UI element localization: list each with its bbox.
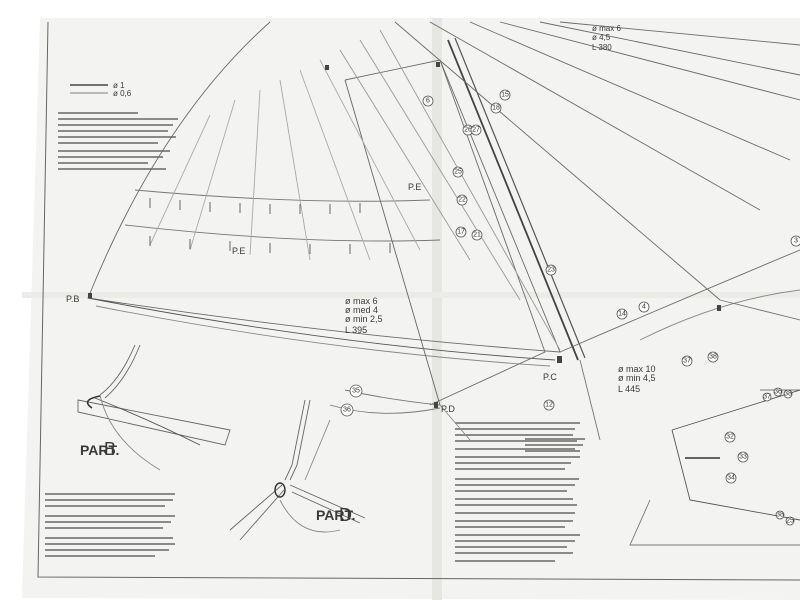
svg-text:17: 17: [457, 229, 465, 236]
notes-block-left: [58, 112, 178, 170]
callout-4: 4: [638, 301, 650, 313]
notes-block-center-right: [525, 438, 585, 452]
spec-right-min: ø min 4,5: [618, 373, 656, 383]
svg-text:35: 35: [352, 388, 360, 395]
svg-text:32: 32: [726, 434, 734, 441]
spec-block-right: ø max 10 ø min 4,5 L 445: [618, 364, 656, 394]
legend-label-2: ø 0,6: [113, 89, 132, 98]
spec-block-left: ø max 6 ø med 4 ø min 2,5 L 395: [345, 296, 383, 335]
svg-text:18: 18: [492, 105, 500, 112]
callout-38-lower: 38: [775, 510, 785, 520]
svg-text:25: 25: [454, 169, 462, 176]
callout-22: 22: [456, 194, 468, 206]
svg-text:38: 38: [776, 512, 784, 519]
callout-17: 17: [455, 226, 467, 238]
callout-3: 3: [790, 235, 800, 247]
callout-12: 12: [543, 399, 555, 411]
callout-32: 32: [724, 431, 736, 443]
label-pe-upper: P.E: [408, 182, 421, 192]
svg-text:15: 15: [501, 92, 509, 99]
line-legend: ø 1 ø 0,6: [70, 81, 132, 98]
callout-21: 21: [471, 229, 483, 241]
label-pb: P.B: [66, 294, 79, 304]
detail-d-drawing: [229, 399, 366, 541]
spec-left-min: ø min 2,5: [345, 314, 383, 324]
spec-top-min: ø 4,5: [592, 33, 611, 42]
spec-top-max: ø max 6: [592, 24, 621, 33]
svg-text:14: 14: [618, 311, 626, 318]
label-pe-lower: P.E: [232, 246, 245, 256]
svg-text:4: 4: [642, 304, 646, 311]
notes-block-center: [455, 422, 580, 562]
spec-right-max: ø max 10: [618, 364, 656, 374]
callout-6: 6: [422, 95, 434, 107]
svg-text:33: 33: [739, 454, 747, 461]
callout-38-hull: 38: [783, 389, 793, 399]
detail-b-prefix: PART.: [80, 442, 119, 458]
svg-text:21: 21: [473, 232, 481, 239]
callout-37: 37: [681, 355, 693, 367]
drawing-border: [37, 21, 800, 581]
rigging-blocks: [88, 62, 721, 408]
label-pd: P.D: [441, 404, 455, 414]
callout-14: 14: [616, 308, 628, 320]
svg-text:27: 27: [472, 127, 480, 134]
svg-text:34: 34: [727, 475, 735, 482]
svg-text:6: 6: [426, 98, 430, 105]
callout-23: 23: [545, 264, 557, 276]
detail-d-letter: D: [339, 505, 352, 525]
svg-text:37: 37: [683, 358, 691, 365]
notes-block-bottom-left: [45, 493, 175, 557]
fold-shadow-horizontal: [22, 292, 800, 298]
svg-text:38: 38: [709, 354, 717, 361]
callout-36-hull: 36: [773, 387, 783, 397]
spec-top-length: L 380: [592, 43, 612, 52]
callout-25-lower: 25: [785, 516, 795, 526]
svg-text:12: 12: [545, 402, 553, 409]
detail-d-prefix: PART.: [316, 507, 355, 523]
svg-text:22: 22: [458, 197, 466, 204]
spec-left-length: L 395: [345, 325, 367, 335]
spec-left-med: ø med 4: [345, 305, 378, 315]
callout-15: 15: [499, 89, 511, 101]
callout-34: 34: [725, 472, 737, 484]
callout-36: 36: [340, 403, 354, 417]
callout-35: 35: [349, 384, 363, 398]
svg-text:25: 25: [786, 518, 794, 525]
legend-label-1: ø 1: [113, 81, 125, 90]
detail-b-drawing: [77, 344, 231, 471]
svg-text:36: 36: [343, 407, 351, 414]
spec-right-length: L 445: [618, 384, 640, 394]
spec-left-max: ø max 6: [345, 296, 378, 306]
svg-text:36: 36: [774, 389, 782, 396]
callout-33: 33: [737, 451, 749, 463]
mainsail-drawing: [87, 21, 800, 546]
callout-38: 38: [707, 351, 719, 363]
callout-25: 25: [452, 166, 464, 178]
svg-text:37: 37: [763, 394, 771, 401]
svg-text:23: 23: [547, 267, 555, 274]
paper-sheet: [22, 18, 800, 600]
callout-37-hull: 37: [762, 392, 772, 402]
fold-shadow-vertical: [432, 18, 442, 600]
callout-18: 18: [490, 102, 502, 114]
detail-b-letter: B: [104, 439, 116, 459]
callout-27: 27: [470, 124, 482, 136]
svg-text:26: 26: [464, 127, 472, 134]
label-pc: P.C: [543, 372, 557, 382]
svg-text:38: 38: [784, 391, 792, 398]
spec-block-top: ø max 6 ø 4,5 L 380: [592, 24, 621, 52]
svg-text:3: 3: [794, 238, 798, 245]
